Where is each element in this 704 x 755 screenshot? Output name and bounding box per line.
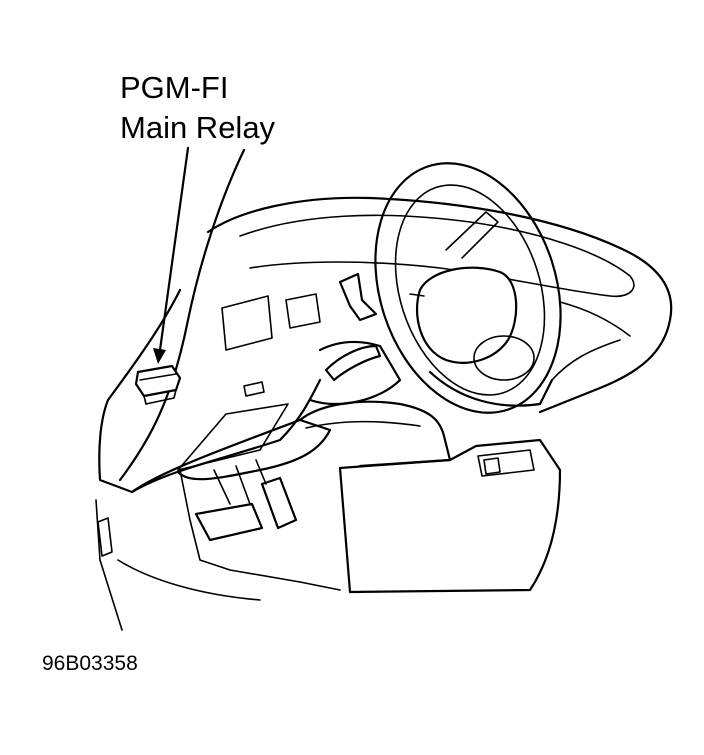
door-lower-edge	[117, 559, 261, 601]
dashboard-top-outline	[206, 196, 673, 414]
center-console	[338, 438, 562, 594]
steering-wheel-hub	[416, 266, 518, 364]
column-stalk-upper	[338, 272, 378, 322]
kick-panel	[95, 499, 123, 631]
callout-arrow	[153, 146, 190, 364]
steering-wheel-inner-rim	[394, 184, 546, 396]
callout-label: PGM-FI Main Relay	[120, 68, 275, 148]
a-pillar-edge	[118, 148, 246, 482]
floor-line	[179, 469, 341, 591]
left-lower-panel	[98, 288, 322, 494]
left-switch-panel	[285, 293, 321, 329]
wheel-spoke-top	[445, 211, 499, 259]
steering-wheel-rim	[374, 162, 562, 414]
horn-pad	[473, 335, 535, 381]
left-vent	[221, 295, 273, 351]
callout-line-2: Main Relay	[120, 110, 276, 145]
small-switch	[243, 381, 265, 397]
right-dash-edge	[551, 339, 621, 381]
underdash-shelf	[305, 420, 421, 429]
wheel-spoke-left	[409, 293, 425, 297]
instrument-hood-brow	[239, 214, 635, 298]
steering-shroud	[428, 370, 554, 407]
underdash-opening	[298, 400, 452, 468]
figure-number: 96B03358	[42, 652, 138, 675]
main-relay	[134, 364, 182, 405]
column-stalk-lower	[324, 344, 382, 382]
lower-left-trim	[177, 403, 289, 471]
kick-panel-vent	[97, 517, 113, 557]
console-switch-block	[477, 449, 535, 477]
console-switch-left	[483, 457, 501, 475]
brake-pedal	[194, 502, 264, 542]
accelerator-arm	[255, 459, 267, 485]
center-dash-vent	[559, 301, 631, 337]
brake-pedal-arm	[213, 465, 251, 505]
callout-line-1: PGM-FI	[120, 70, 229, 105]
accelerator-pedal	[260, 476, 298, 530]
